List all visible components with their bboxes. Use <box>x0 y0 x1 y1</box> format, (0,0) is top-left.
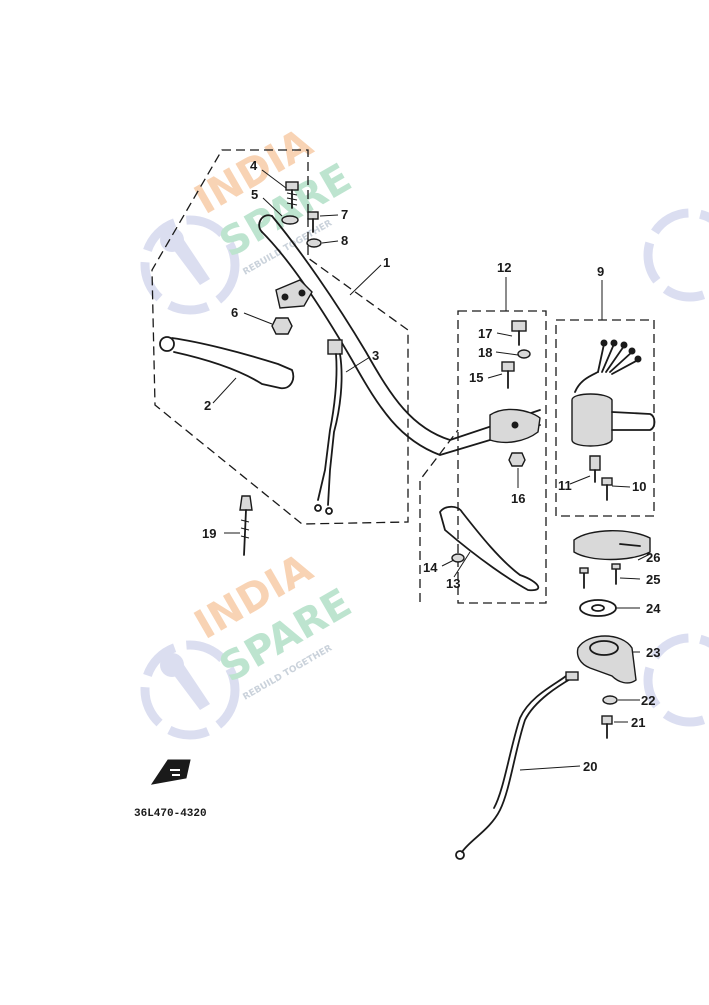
screw-21 <box>601 715 613 739</box>
screw-11 <box>589 455 601 483</box>
brake-lever-holder <box>489 408 541 444</box>
throttle-housing-23 <box>576 635 637 684</box>
watermark-edge-right-lower <box>643 633 709 727</box>
handlebar-switch-9 <box>571 339 656 447</box>
callout-19: 19 <box>202 526 216 541</box>
washer-14 <box>451 553 465 563</box>
watermark-edge-right-upper <box>643 208 709 302</box>
washer-18 <box>517 349 531 359</box>
callout-6: 6 <box>231 305 238 320</box>
clutch-bolt-4 <box>285 181 299 209</box>
callout-25: 25 <box>646 572 660 587</box>
front-direction-arrow-icon <box>150 759 191 785</box>
screws-25 <box>579 563 621 589</box>
screw-7 <box>307 211 319 233</box>
callout-10: 10 <box>632 479 646 494</box>
callout-23: 23 <box>646 645 660 660</box>
callout-22: 22 <box>641 693 655 708</box>
nut-16 <box>508 452 526 467</box>
callout-1: 1 <box>383 255 390 270</box>
drawing-code: 36L470-4320 <box>134 808 207 820</box>
callout-12: 12 <box>497 260 511 275</box>
watermark-upper: INDIA SPARE REBUILD TOGETHER <box>140 120 359 315</box>
wrench-gear-icon <box>140 215 240 315</box>
callout-8: 8 <box>341 233 348 248</box>
callout-7: 7 <box>341 207 348 222</box>
screw-10 <box>601 477 613 501</box>
bolt-17 <box>511 320 527 346</box>
watermark-lower: INDIA SPARE REBUILD TOGETHER <box>140 545 359 740</box>
callout-5: 5 <box>251 187 258 202</box>
callout-9: 9 <box>597 264 604 279</box>
callout-17: 17 <box>478 326 492 341</box>
callout-2: 2 <box>204 398 211 413</box>
pivot-bolt-15 <box>501 361 515 389</box>
clutch-switch-3 <box>314 339 343 515</box>
gasket-24 <box>579 599 617 617</box>
callout-3: 3 <box>372 348 379 363</box>
callout-14: 14 <box>423 560 438 575</box>
callout-11: 11 <box>558 478 572 493</box>
callout-4: 4 <box>250 158 258 173</box>
washer-5 <box>281 215 299 225</box>
handlebar <box>258 214 541 456</box>
group-1-boundary <box>151 149 409 525</box>
callout-18: 18 <box>478 345 492 360</box>
callout-26: 26 <box>646 550 660 565</box>
wrench-gear-icon <box>140 640 240 740</box>
washer-22 <box>602 695 618 705</box>
callout-16: 16 <box>511 491 525 506</box>
clutch-lever <box>159 336 295 390</box>
group-12-boundary <box>457 310 547 604</box>
callout-21: 21 <box>631 715 645 730</box>
throttle-cable-20 <box>455 671 579 860</box>
nut-6 <box>271 317 293 335</box>
washer-8 <box>306 238 322 248</box>
brake-lever-13 <box>439 505 540 592</box>
throttle-housing-cap-26 <box>573 530 651 561</box>
cable-adjuster-19 <box>239 495 253 556</box>
callout-20: 20 <box>583 759 597 774</box>
callout-13: 13 <box>446 576 460 591</box>
clutch-lever-holder <box>275 279 313 309</box>
callout-15: 15 <box>469 370 483 385</box>
callout-24: 24 <box>646 601 661 616</box>
leader-lines <box>212 169 651 771</box>
